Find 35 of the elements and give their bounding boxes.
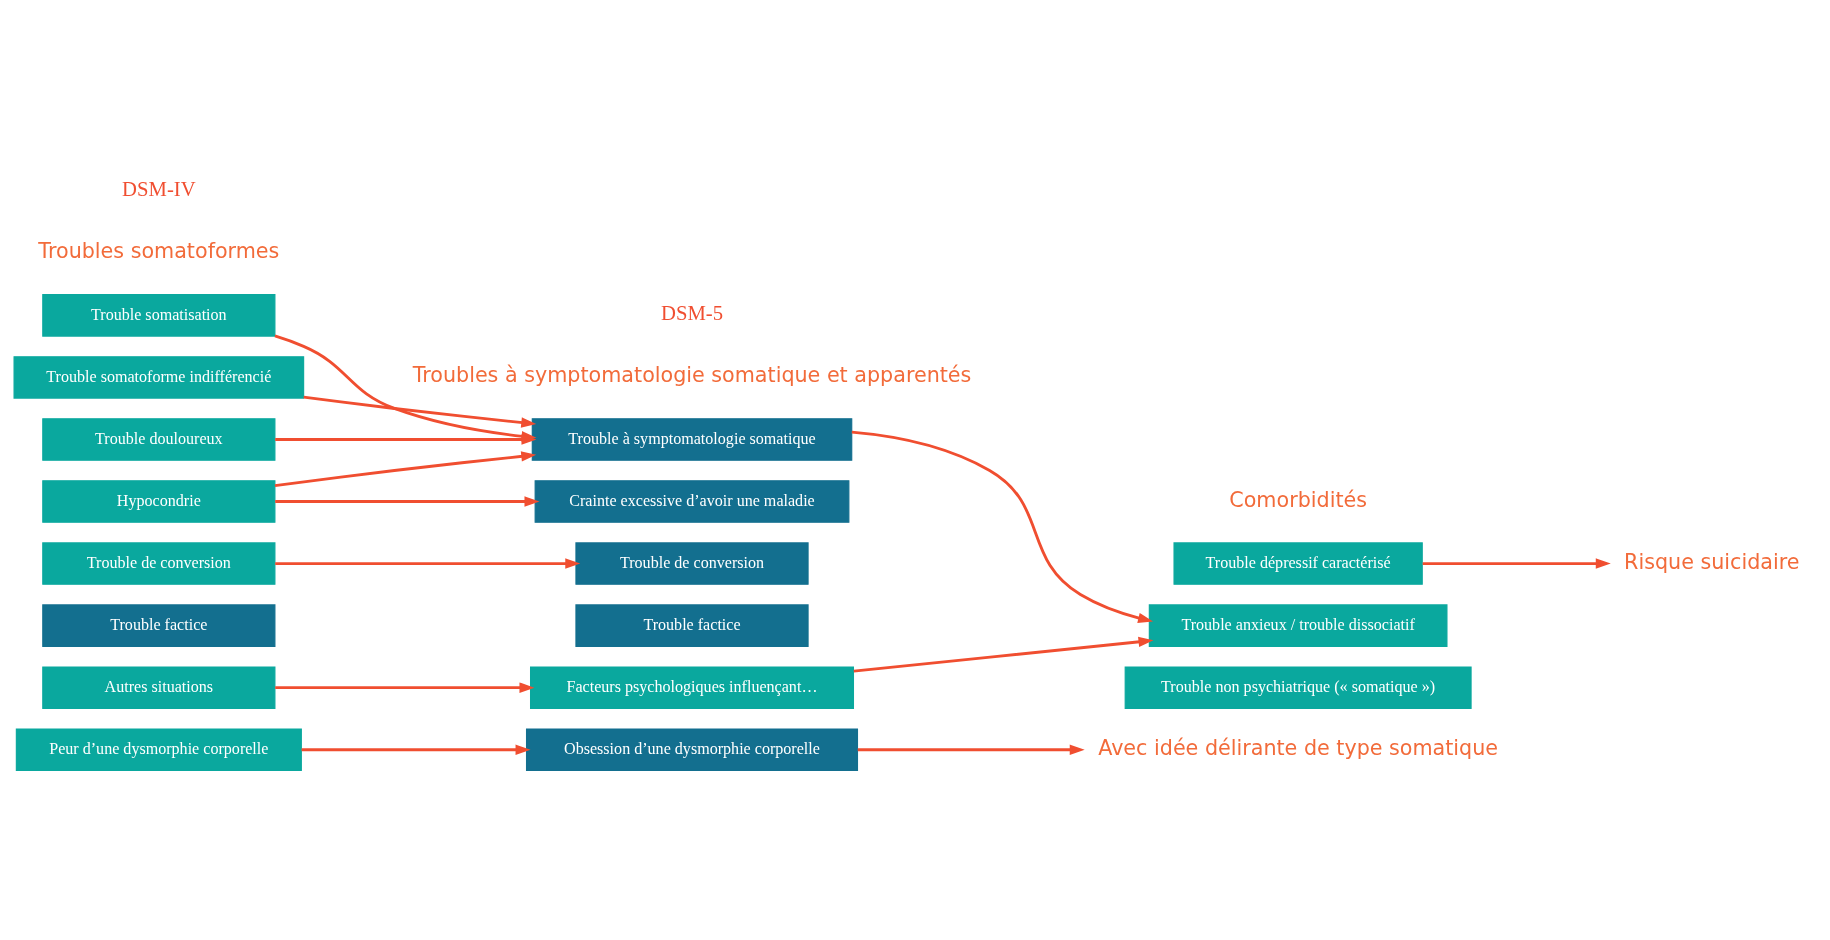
arrow xyxy=(851,430,1153,623)
node-box: Trouble à symptomatologie somatique xyxy=(531,417,852,461)
node-box: Peur d’une dysmorphie corporelle xyxy=(15,727,302,771)
label: Troubles à symptomatologie somatique et apparentés xyxy=(412,362,971,387)
arrow xyxy=(274,495,539,507)
arrow xyxy=(853,636,1153,673)
node-text: Avec idée délirante de type somatique xyxy=(1097,735,1498,760)
node-box: Trouble de conversion xyxy=(574,541,809,585)
node-box: Trouble non psychiatrique (« somatique ») xyxy=(1124,665,1472,709)
node-box: Trouble de conversion xyxy=(41,541,275,585)
label: DSM-IV xyxy=(121,177,196,200)
node-box: Trouble douloureux xyxy=(41,417,275,461)
node-box: Trouble somatisation xyxy=(41,293,275,337)
node-text: Risque suicidaire xyxy=(1623,549,1800,574)
arrow xyxy=(274,433,536,445)
node-box: Autres situations xyxy=(41,665,275,709)
arrow xyxy=(274,681,534,693)
arrow xyxy=(857,743,1085,755)
label: Comorbidités xyxy=(1228,487,1367,512)
node-box: Trouble anxieux / trouble dissociatif xyxy=(1148,603,1447,647)
node-box: Facteurs psychologiques influençant… xyxy=(529,665,854,709)
node-box: Trouble factice xyxy=(41,603,275,647)
label: DSM-5 xyxy=(660,301,723,324)
arrow xyxy=(274,557,580,569)
node-box: Trouble dépressif caractérisé xyxy=(1172,541,1423,585)
node-box: Trouble somatoforme indifférencié xyxy=(13,355,304,399)
arrow xyxy=(303,395,536,428)
arrow xyxy=(274,450,536,487)
arrow xyxy=(301,743,530,755)
node-box: Crainte excessive d’avoir une maladie xyxy=(534,479,849,523)
arrow xyxy=(1422,557,1611,569)
node-box: Obsession d’une dysmorphie corporelle xyxy=(525,727,858,771)
node-box: Trouble factice xyxy=(574,603,809,647)
node-box: Hypocondrie xyxy=(41,479,275,523)
label: Troubles somatoformes xyxy=(37,238,279,263)
